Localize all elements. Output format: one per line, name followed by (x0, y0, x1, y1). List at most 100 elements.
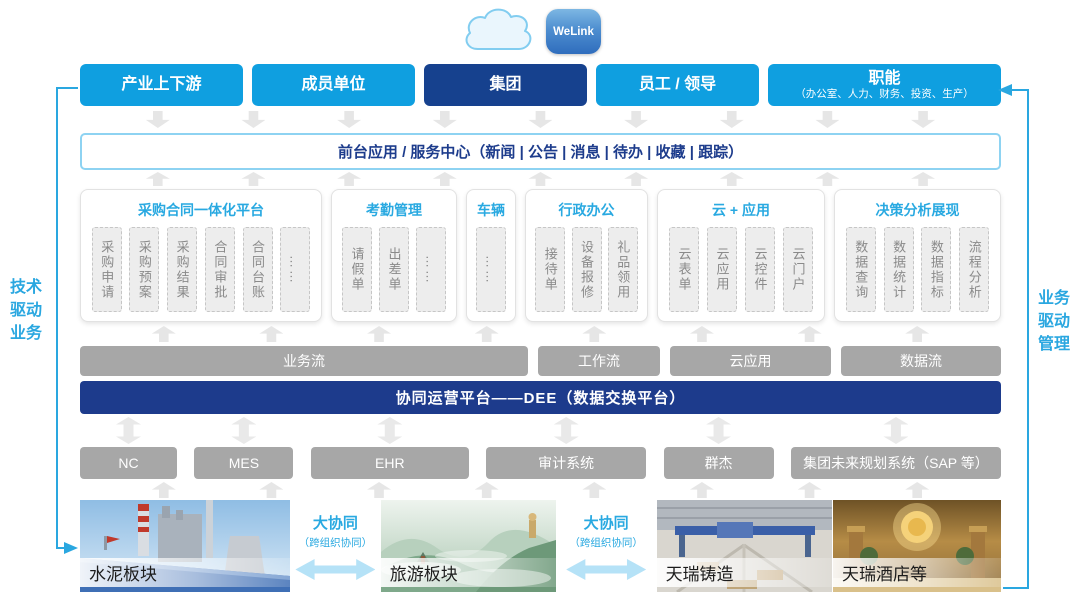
portal-industry-chain: 产业上下游 (80, 64, 243, 106)
group-title: 行政办公 (558, 202, 615, 218)
portal-sublabel: （办公室、人力、财务、投资、生产） (795, 88, 974, 101)
system-qunjie: 群杰 (663, 447, 774, 479)
unit-cement: 水泥板块 (80, 500, 290, 592)
app-item: 合同台账 (242, 227, 273, 312)
collaboration-title: 大协同 (583, 515, 629, 532)
up-arrow-icon (905, 482, 930, 498)
portal-label: 成员单位 (301, 75, 366, 93)
app-item-more: …… (476, 227, 506, 312)
app-groups-row: 采购合同一体化平台 采购申请 采购预案 采购结果 合同审批 合同台账 …… 考勤… (80, 189, 1001, 322)
down-arrow-icon (624, 111, 649, 128)
portal-member-units: 成员单位 (252, 64, 415, 106)
up-down-arrow-icon (553, 417, 579, 444)
app-item-more: …… (280, 227, 311, 312)
up-arrow-icon (259, 482, 284, 498)
app-item: 礼品领用 (607, 227, 638, 312)
group-items: 接待单 设备报修 礼品领用 (533, 227, 640, 312)
group-items: 采购申请 采购预案 采购结果 合同审批 合同台账 …… (88, 227, 314, 312)
up-down-arrow-icon (231, 417, 257, 444)
down-arrow-icon (911, 111, 936, 128)
up-down-arrow-icon (883, 417, 909, 444)
flow-bar-data: 数据流 (841, 346, 1001, 376)
arrows-down-row (80, 111, 1001, 128)
down-arrow-icon (337, 111, 362, 128)
right-side-label: 业务驱动管理 (1037, 290, 1070, 354)
portal-label: 职能 (868, 69, 901, 87)
system-audit: 审计系统 (486, 447, 647, 479)
app-item: 云门户 (783, 227, 813, 312)
up-arrow-icon (582, 326, 607, 342)
unit-name: 天瑞铸造 (665, 565, 734, 584)
welink-app-icon: WeLink (546, 9, 601, 54)
portal-label: 产业上下游 (121, 75, 202, 93)
group-vehicles: 车辆 …… (466, 189, 516, 322)
system-nc: NC (80, 447, 177, 479)
up-arrow-icon (367, 326, 392, 342)
group-title: 车辆 (477, 202, 505, 218)
unit-label: 天瑞铸造 (656, 558, 832, 587)
group-title: 云 + 应用 (712, 202, 770, 218)
up-arrow-icon (689, 482, 714, 498)
up-down-arrow-icon (706, 417, 732, 444)
system-ehr: EHR (310, 447, 469, 479)
dee-platform-label: 协同运营平台——DEE（数据交换平台） (395, 390, 686, 407)
group-admin-office: 行政办公 接待单 设备报修 礼品领用 (525, 189, 648, 322)
up-arrow-icon (719, 172, 744, 186)
portal-staff-leaders: 员工 / 领导 (596, 64, 759, 106)
up-arrow-icon (474, 326, 499, 342)
app-item: 采购申请 (91, 227, 122, 312)
up-arrow-icon (911, 172, 936, 186)
portal-group: 集团 (424, 64, 587, 106)
welink-label: WeLink (553, 25, 594, 38)
portal-label: 集团 (489, 75, 522, 93)
app-item: 采购预案 (129, 227, 160, 312)
flow-bar-workflow: 工作流 (538, 346, 660, 376)
group-title: 考勤管理 (366, 202, 422, 218)
flow-bar-business: 业务流 (80, 346, 528, 376)
up-arrow-icon (528, 172, 553, 186)
unit-foundry: 天瑞铸造 (656, 500, 832, 592)
up-arrow-icon (432, 172, 457, 186)
down-arrow-icon (815, 111, 840, 128)
flow-bars-row: 业务流 工作流 云应用 数据流 (80, 346, 1001, 376)
group-decision-analysis: 决策分析展现 数据查询 数据统计 数据指标 流程分析 (834, 189, 1001, 322)
app-item: 出差单 (379, 227, 409, 312)
down-arrow-icon (241, 111, 266, 128)
app-item-more: …… (416, 227, 446, 312)
unit-label: 旅游板块 (380, 558, 556, 587)
up-arrow-icon (337, 172, 362, 186)
up-arrow-icon (474, 482, 499, 498)
up-down-arrow-icon (116, 417, 141, 444)
app-item: 数据统计 (883, 227, 914, 312)
dee-platform-bar: 协同运营平台——DEE（数据交换平台） (80, 381, 1001, 414)
unit-name: 旅游板块 (389, 565, 458, 584)
unit-hotel: 天瑞酒店等 (832, 500, 1001, 592)
app-item: 云应用 (707, 227, 737, 312)
up-arrow-icon (145, 172, 170, 186)
app-item: 数据查询 (845, 227, 876, 312)
app-item: 合同审批 (204, 227, 235, 312)
group-items: 云表单 云应用 云控件 云门户 (665, 227, 817, 312)
up-arrow-icon (241, 172, 266, 186)
group-title: 采购合同一体化平台 (138, 202, 264, 218)
up-arrow-icon (151, 482, 176, 498)
collaboration-title: 大协同 (312, 515, 358, 532)
up-arrow-icon (797, 482, 822, 498)
app-item: 云控件 (745, 227, 775, 312)
down-arrow-icon (432, 111, 457, 128)
front-service-label: 前台应用 / 服务中心（新闻 | 公告 | 消息 | 待办 | 收藏 | 跟踪） (337, 144, 744, 161)
arrows-up-row (80, 172, 1001, 186)
up-arrow-icon (582, 482, 607, 498)
group-items: …… (474, 227, 508, 312)
app-item: 流程分析 (959, 227, 990, 312)
system-mes: MES (194, 447, 294, 479)
up-arrow-icon (259, 326, 284, 342)
portal-label: 员工 / 领导 (638, 75, 717, 93)
unit-name: 水泥板块 (89, 565, 157, 584)
flow-bar-cloud-app: 云应用 (670, 346, 831, 376)
up-arrow-icon (797, 326, 822, 342)
unit-label: 天瑞酒店等 (832, 558, 1001, 587)
app-item: 数据指标 (921, 227, 952, 312)
group-title: 决策分析展现 (875, 202, 960, 218)
group-items: 数据查询 数据统计 数据指标 流程分析 (842, 227, 993, 312)
